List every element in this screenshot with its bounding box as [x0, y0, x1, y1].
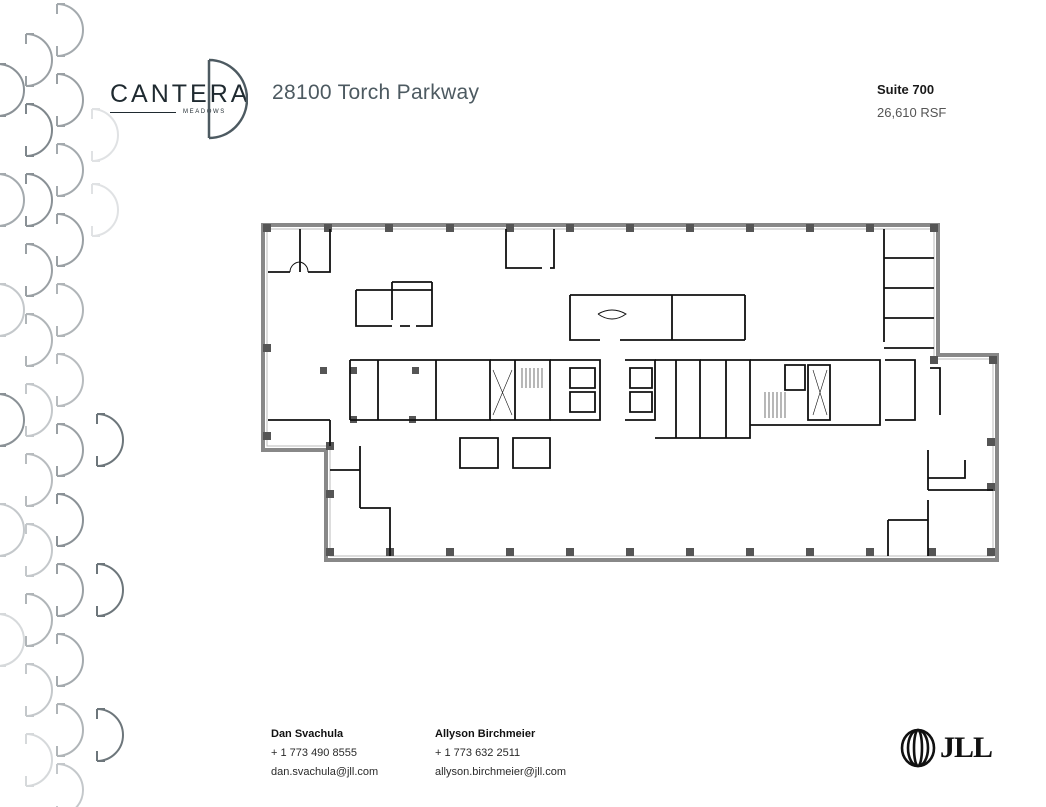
property-address: 28100 Torch Parkway — [272, 81, 480, 104]
jll-globe-icon — [900, 728, 936, 768]
contact-email[interactable]: dan.svachula@jll.com — [271, 766, 379, 778]
jll-logo: JLL — [900, 728, 993, 768]
suite-number: Suite 700 — [877, 82, 935, 97]
contact-name: Dan Svachula — [271, 728, 344, 740]
logo-rule — [110, 112, 176, 113]
contact-card-2: Allyson Birchmeier + 1 773 632 2511 ally… — [435, 725, 566, 782]
contact-phone[interactable]: + 1 773 490 8555 — [271, 747, 357, 759]
logo-arc-icon — [207, 58, 248, 140]
floor-plan — [261, 223, 999, 562]
jll-wordmark: JLL — [940, 731, 993, 764]
contact-name: Allyson Birchmeier — [435, 728, 536, 740]
contact-phone[interactable]: + 1 773 632 2511 — [435, 747, 521, 759]
logo-wordmark: CANTERA — [110, 80, 251, 108]
logo-subname: MEADOWS — [183, 109, 226, 115]
cantera-meadows-logo: CANTERA MEADOWS — [108, 58, 248, 140]
contact-card-1: Dan Svachula + 1 773 490 8555 dan.svachu… — [271, 725, 378, 782]
suite-area: 26,610 RSF — [877, 105, 947, 120]
contact-email[interactable]: allyson.birchmeier@jll.com — [435, 766, 566, 778]
